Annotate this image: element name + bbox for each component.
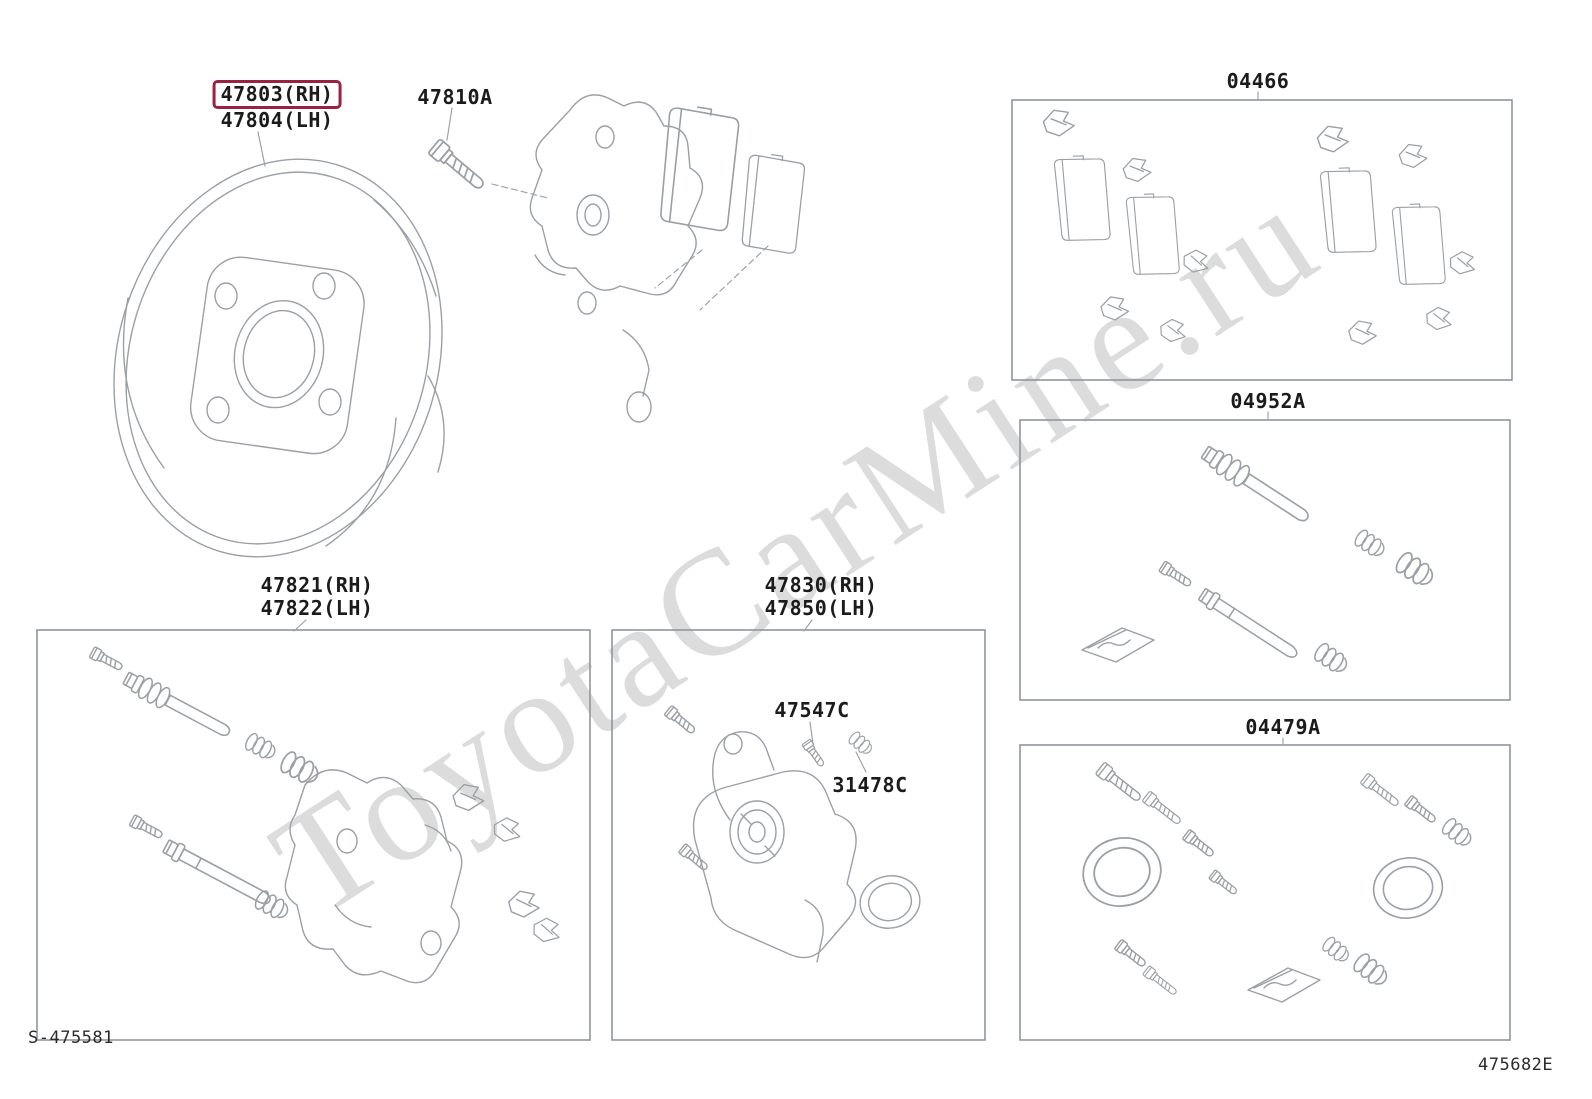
pad-kit-box xyxy=(1011,99,1513,381)
pin-kit-art xyxy=(1081,441,1438,677)
part-label-47822-lh[interactable]: 47822(LH) xyxy=(260,596,374,620)
mount-bolt-art xyxy=(427,137,489,195)
mounting-bracket-box xyxy=(36,629,591,1041)
part-label-47547c[interactable]: 47547C xyxy=(774,698,850,722)
assembly-dashed-lines xyxy=(491,183,769,311)
part-label-47850-lh[interactable]: 47850(LH) xyxy=(764,596,878,620)
diagram-code-left: S-475581 xyxy=(28,1028,114,1048)
leader-lines xyxy=(257,91,1284,773)
part-label-04479a[interactable]: 04479A xyxy=(1245,715,1321,739)
caliper-bracket-art xyxy=(529,94,704,423)
cylinder-kit-art xyxy=(1075,761,1476,1003)
caliper-body-art xyxy=(692,731,857,963)
diagram-code-right: 475682E xyxy=(1478,1055,1554,1075)
part-label-04952a[interactable]: 04952A xyxy=(1230,389,1306,413)
bleeder-cap-art xyxy=(846,729,876,758)
cylinder-kit-box xyxy=(1019,744,1511,1041)
dust-shield-art xyxy=(113,158,445,558)
part-label-31478c[interactable]: 31478C xyxy=(832,773,908,797)
pad-kit-art xyxy=(1041,107,1478,346)
part-label-47830-rh[interactable]: 47830(RH) xyxy=(764,573,878,597)
brake-pad-art xyxy=(659,104,806,255)
part-label-47810a[interactable]: 47810A xyxy=(417,85,493,109)
part-label-47804-lh[interactable]: 47804(LH) xyxy=(220,108,334,132)
mounting-bracket-kit-art xyxy=(88,646,564,984)
mounting-bracket-art xyxy=(284,769,463,984)
part-label-47821-rh[interactable]: 47821(RH) xyxy=(260,573,374,597)
part-label-47803-rh-highlighted[interactable]: 47803(RH) xyxy=(212,80,342,109)
caliper-kit-art xyxy=(663,704,926,963)
caliper-box xyxy=(611,629,986,1041)
part-label-04466[interactable]: 04466 xyxy=(1226,69,1290,93)
bleeder-plug-art xyxy=(801,738,828,769)
part-number-text: 47803(RH) xyxy=(220,82,334,106)
pin-kit-box xyxy=(1019,419,1511,701)
